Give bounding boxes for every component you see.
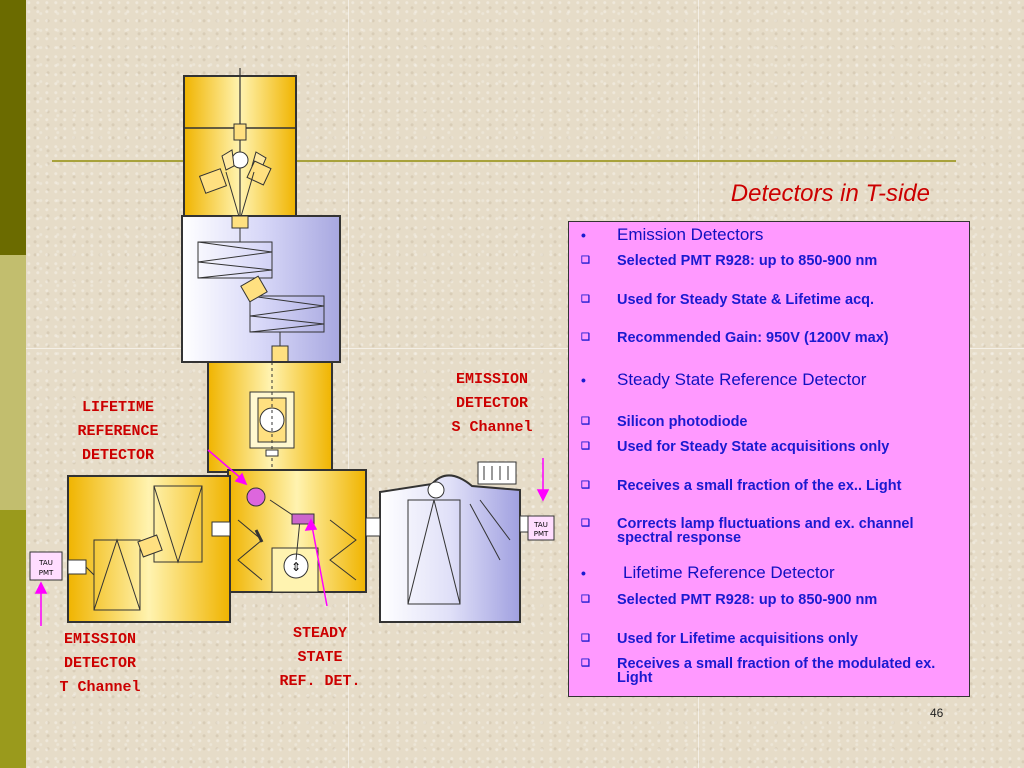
arrow-steady-state <box>311 525 328 607</box>
tau-pmt-s-line2: PMT <box>534 530 549 538</box>
tau-pmt-s-box <box>527 515 555 541</box>
left-bar-light <box>0 255 26 510</box>
left-bar-mid <box>0 510 26 768</box>
pointer-arrows <box>34 449 550 626</box>
excitation-monochromator <box>181 215 341 363</box>
t-channel-monochromator <box>67 475 231 623</box>
page-number: 46 <box>930 706 944 720</box>
left-bar-dark <box>0 0 26 255</box>
tau-pmt-t-box <box>29 551 63 581</box>
sample-compartment: ⇕ <box>227 469 367 593</box>
bullet-box: •Emission Detectors ❑Selected PMT R928: … <box>568 221 970 697</box>
title-rule <box>52 160 956 162</box>
tau-pmt-t-line1: TAU <box>38 559 53 567</box>
svg-text:⇕: ⇕ <box>291 560 301 574</box>
slide-title: Detectors in T-side <box>730 180 930 207</box>
s-channel-monochromator <box>365 461 533 623</box>
grid-line <box>348 0 349 768</box>
lamp-housing <box>183 68 297 230</box>
grid-line <box>0 348 1024 349</box>
polarizer-section <box>207 361 333 473</box>
arrow-lifetime <box>207 449 244 481</box>
tau-pmt-t-line2: PMT <box>39 569 54 577</box>
tau-pmt-s-line1: TAU <box>533 521 548 529</box>
